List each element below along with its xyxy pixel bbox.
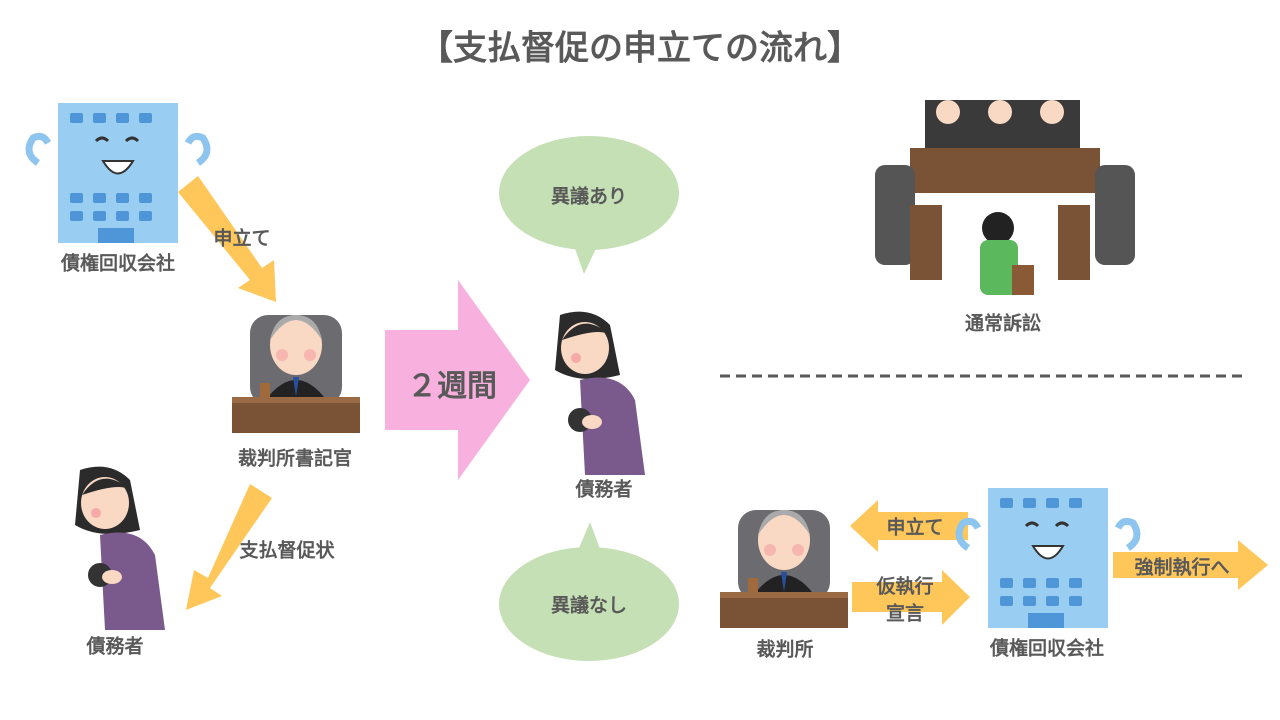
arrow-down-left [186,484,272,610]
payment-order-label: 支払督促状 [239,539,335,562]
debtor-center-icon [555,311,645,475]
apply-label-2: 申立て [886,516,944,539]
creditor-building-icon-2 [959,488,1137,628]
objection-yes-bubble [499,136,679,250]
enforcement-label: 強制執行へ [1134,556,1230,579]
debtor-label: 債務者 [86,635,144,658]
objection-no-text: 異議なし [550,594,628,617]
arrow-left-apply [850,500,968,552]
duration-label: ２週間 [407,369,497,404]
arrow-down-right [178,176,276,302]
arrow-right-provisional [852,570,970,625]
two-weeks-arrow [385,280,530,480]
lawsuit-courtroom-icon [875,100,1135,295]
court-label: 裁判所 [756,638,814,661]
creditor-label-2: 債権回収会社 [989,637,1105,660]
creditor-building-icon [29,103,207,243]
court-judge-icon [720,510,848,628]
debtor-center-label: 債務者 [575,478,633,501]
objection-no-bubble [499,547,679,661]
provisional-label-1: 仮執行 [876,575,934,598]
apply-label: 申立て [213,227,271,250]
clerk-label: 裁判所書記官 [237,447,353,470]
creditor-label: 債権回収会社 [60,252,176,275]
arrow-right-enforcement [1113,540,1268,590]
lawsuit-label: 通常訴訟 [964,312,1042,335]
provisional-label-2: 宣言 [885,602,925,625]
debtor-icon [75,466,165,630]
objection-yes-text: 異議あり [550,185,628,208]
page-title: 【支払督促の申立ての流れ】 [419,28,861,69]
clerk-judge-icon [232,315,360,433]
